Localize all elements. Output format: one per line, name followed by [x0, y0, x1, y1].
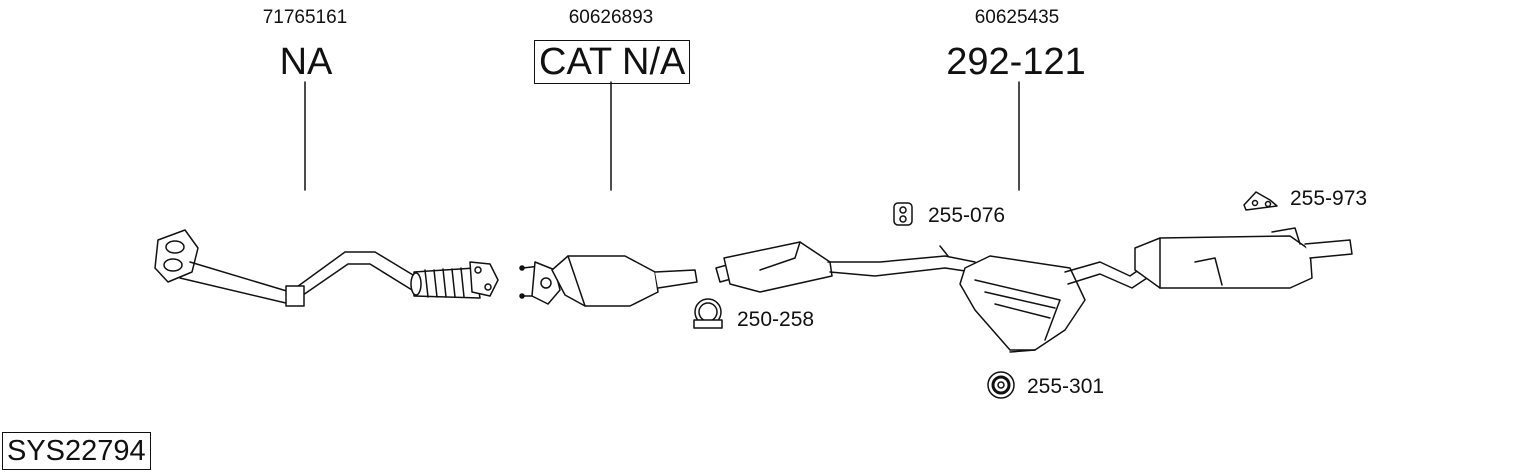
accessory-code-255-076: 255-076 [928, 204, 1006, 227]
oem-number-silencer: 60625435 [974, 7, 1060, 28]
accessory-code-255-973: 255-973 [1290, 187, 1368, 210]
oem-number-catalytic-converter: 60626893 [568, 7, 654, 28]
part-label-silencer: 292-121 [946, 41, 1086, 83]
catalytic-converter-part [519, 255, 698, 307]
oem-number-front-pipe: 71765161 [262, 7, 348, 28]
rubber-ring-icon [987, 371, 1015, 399]
rubber-hanger-icon [893, 202, 913, 226]
accessory-code-250-258: 250-258 [737, 308, 815, 331]
part-label-front-pipe: NA [279, 41, 333, 83]
pipe-clamp-icon [693, 298, 723, 329]
front-pipe-part [154, 229, 499, 307]
mounting-bracket-icon [1243, 191, 1278, 211]
accessory-code-255-301: 255-301 [1027, 375, 1105, 398]
system-id-label: SYS22794 [2, 432, 151, 470]
part-label-catalytic-converter: CAT N/A [534, 40, 691, 84]
middle-and-rear-silencer-part [715, 227, 1353, 353]
